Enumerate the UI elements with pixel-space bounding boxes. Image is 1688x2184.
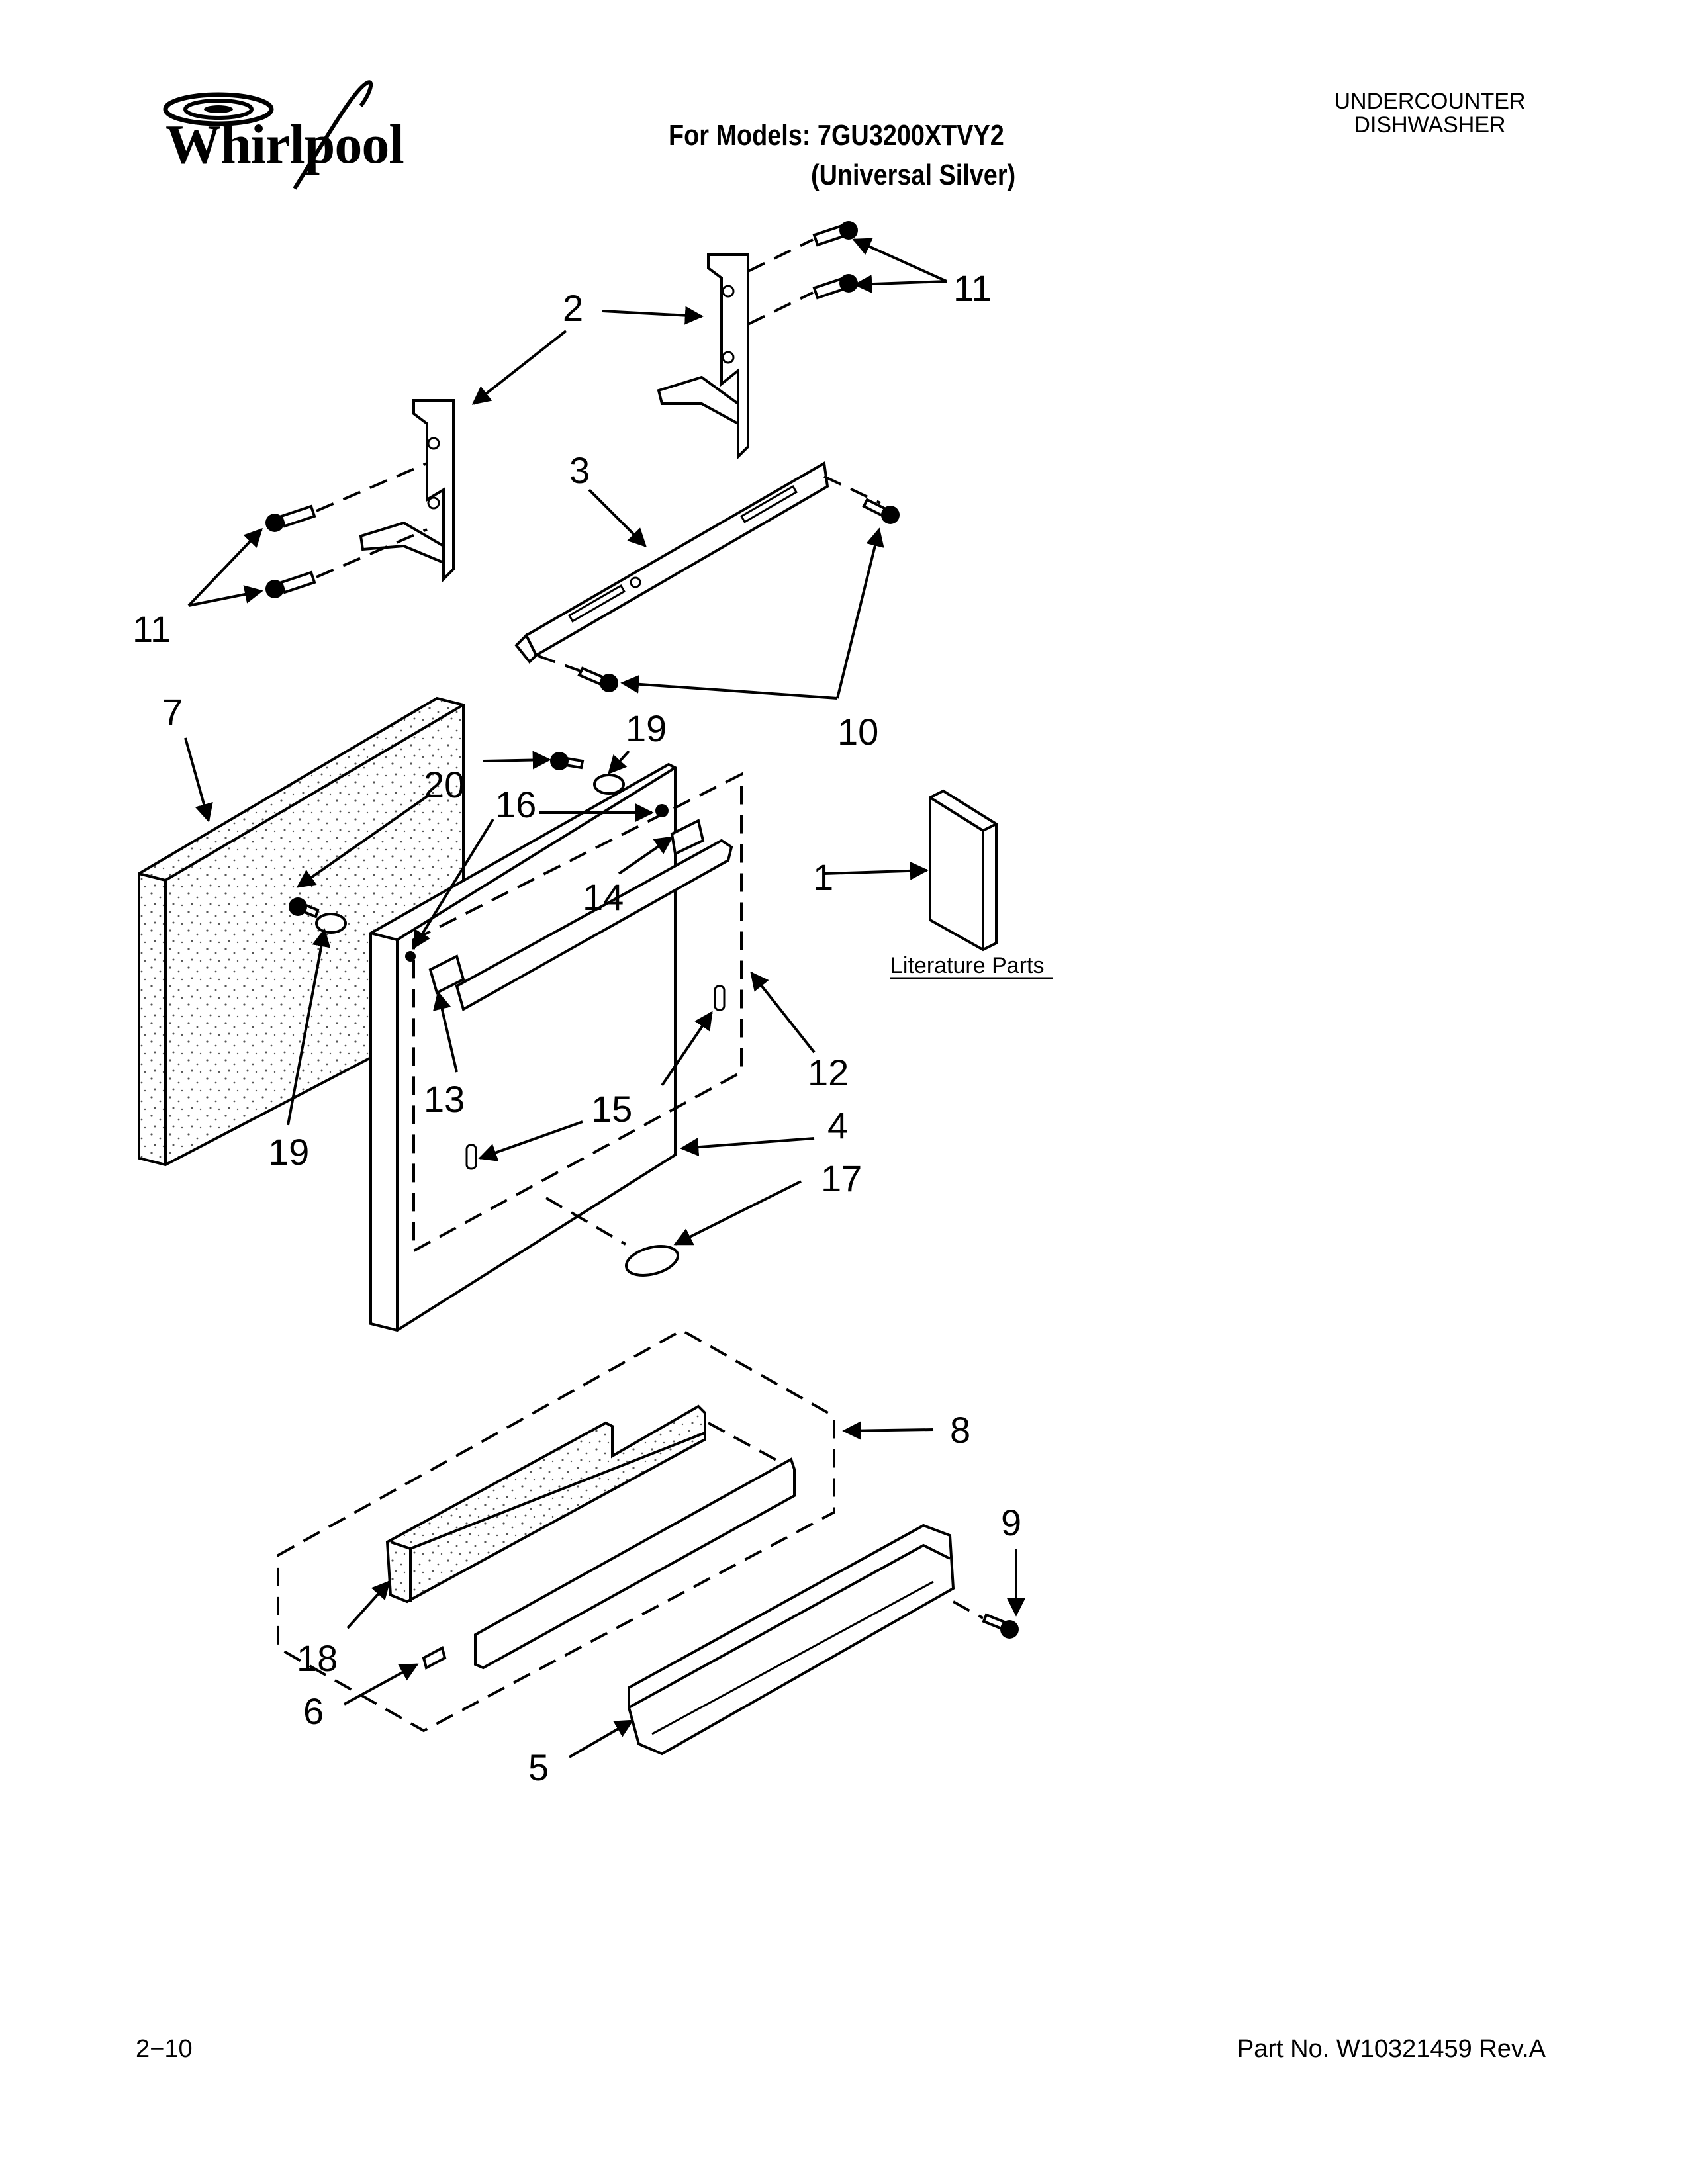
callout-11-left: 11: [132, 608, 171, 650]
product-type-line2: DISHWASHER: [1354, 113, 1506, 138]
callout-19-bottom: 19: [268, 1131, 309, 1173]
callout-20: 20: [424, 764, 465, 805]
models-subtitle: (Universal Silver): [811, 159, 1016, 191]
callout-9: 9: [1001, 1502, 1021, 1543]
screws-11-left: [265, 462, 428, 598]
kick-panel-insulation: [385, 1404, 706, 1604]
callout-16: 16: [495, 784, 536, 825]
callout-19-top: 19: [626, 707, 667, 749]
callout-7: 7: [162, 691, 183, 733]
screws-11-right: [747, 221, 858, 326]
callout-12: 12: [808, 1052, 849, 1093]
door-inner-area: [412, 772, 743, 1253]
toe-kick-panel: [628, 1524, 955, 1756]
callout-numbers: 1 2 3 4 5 6 7 8 9 10 11 11 12 13 14 15 1…: [132, 267, 1021, 1788]
product-type: UNDERCOUNTER DISHWASHER: [1244, 89, 1615, 137]
brand-wordmark: Whirlpool: [165, 114, 404, 175]
product-type-line1: UNDERCOUNTER: [1334, 89, 1526, 114]
callout-13: 13: [424, 1078, 465, 1120]
callout-14: 14: [583, 876, 624, 918]
models-title: For Models: 7GU3200XTVY2: [669, 119, 1004, 152]
callout-17: 17: [821, 1158, 862, 1199]
part-number: Part No. W10321459 Rev.A: [1237, 2035, 1546, 2063]
clip-6: [422, 1646, 447, 1670]
callout-18: 18: [297, 1637, 338, 1679]
page-number: 2−10: [136, 2035, 193, 2063]
callout-6: 6: [303, 1690, 324, 1732]
door-handle: [428, 819, 733, 1011]
callout-11-right: 11: [953, 267, 992, 309]
whirlpool-logo: [163, 80, 373, 190]
kick-bracket-strip: [474, 1422, 796, 1670]
door-outer: [369, 762, 677, 1332]
callout-5: 5: [528, 1747, 549, 1788]
literature-book: [929, 789, 998, 952]
callout-10: 10: [837, 711, 878, 752]
toe-kick-group-outline: [277, 1328, 835, 1733]
callout-3: 3: [569, 449, 590, 491]
literature-parts-label: Literature Parts: [890, 953, 1044, 978]
callout-15: 15: [591, 1088, 632, 1130]
callout-2: 2: [563, 287, 583, 329]
support-rail: [514, 461, 881, 673]
callout-1: 1: [813, 856, 833, 898]
mounting-bracket-right: [657, 253, 749, 460]
callout-8: 8: [950, 1409, 970, 1451]
callout-4: 4: [827, 1105, 848, 1146]
small-parts: [289, 752, 726, 1277]
mounting-bracket-left: [359, 399, 455, 582]
screw-9: [953, 1600, 1019, 1639]
leader-lines: [184, 238, 1025, 1758]
screws-10: [577, 498, 900, 692]
